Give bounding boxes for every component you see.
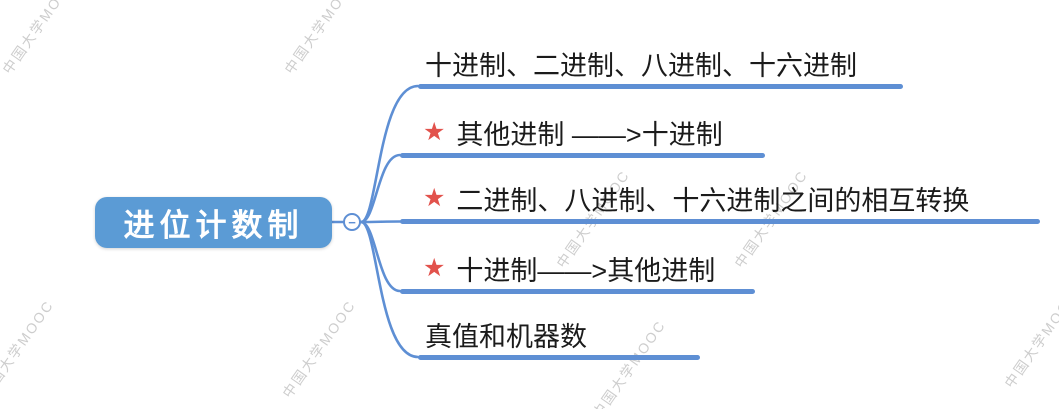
star-icon: ★ [423, 183, 446, 212]
root-topic-label: 进位计数制 [123, 208, 304, 243]
star-icon: ★ [423, 253, 446, 282]
connector-branch-1 [359, 84, 420, 224]
connector-branch-3 [359, 220, 402, 224]
branch-label: 十进制——>其他进制 [456, 255, 716, 286]
branch-underline [418, 355, 700, 360]
branch-topic-5[interactable]: 真值和机器数 [418, 317, 700, 360]
root-topic[interactable]: 进位计数制 [95, 197, 332, 248]
branch-underline [400, 219, 1040, 224]
branch-label: 十进制、二进制、八进制、十六进制 [425, 50, 857, 81]
branch-label: 其他进制 ——>十进制 [456, 119, 723, 150]
branch-underline [400, 289, 755, 294]
connector-branch-4 [359, 220, 402, 293]
branch-label: 真值和机器数 [425, 321, 587, 352]
branch-underline [400, 153, 765, 158]
branch-topic-2[interactable]: ★ 其他进制 ——>十进制 [400, 115, 765, 158]
minus-icon: − [348, 214, 356, 230]
branch-topic-4[interactable]: ★ 十进制——>其他进制 [400, 251, 755, 294]
branch-underline [418, 84, 903, 89]
branch-label: 二进制、八进制、十六进制之间的相互转换 [456, 185, 970, 216]
collapse-button[interactable]: − [343, 213, 361, 231]
connector-branch-2 [359, 153, 402, 224]
branch-topic-1[interactable]: 十进制、二进制、八进制、十六进制 [418, 46, 903, 89]
connector-branch-5 [359, 220, 420, 359]
star-icon: ★ [423, 117, 446, 146]
branch-topic-3[interactable]: ★ 二进制、八进制、十六进制之间的相互转换 [400, 181, 1040, 224]
